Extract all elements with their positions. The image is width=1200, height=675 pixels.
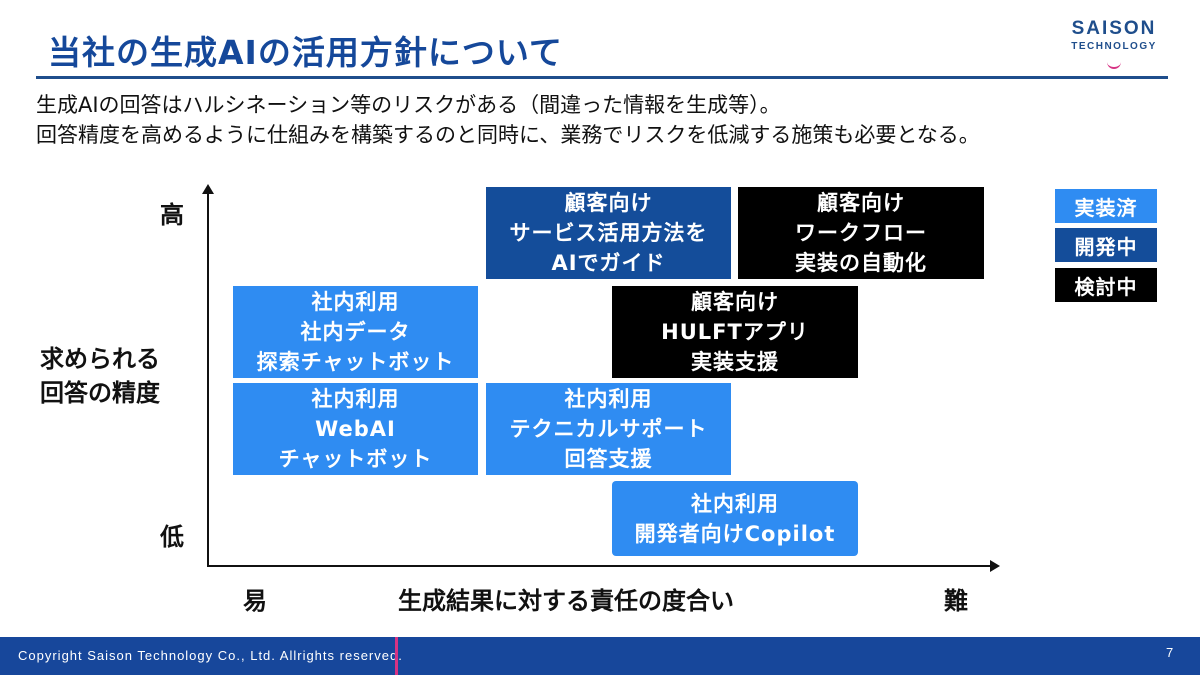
item-line: 探索チャットボット xyxy=(256,350,455,374)
legend-done: 実装済 xyxy=(1055,189,1157,223)
item-line: WebAI xyxy=(315,417,396,441)
x-axis-easy-label: 易 xyxy=(243,587,267,615)
y-axis-low-label: 低 xyxy=(160,523,184,551)
footer-bar: Copyright Saison Technology Co., Ltd. Al… xyxy=(0,637,1200,675)
item-ai-service-guide: 顧客向け サービス活用方法を AIでガイド xyxy=(486,187,731,279)
y-axis-title-line: 回答の精度 xyxy=(40,379,160,407)
item-line: 社内利用 xyxy=(691,491,779,516)
item-line: 社内利用 xyxy=(311,290,400,314)
item-line: 実装支援 xyxy=(691,350,779,374)
item-line: サービス活用方法を xyxy=(509,221,708,245)
logo-line2: TECHNOLOGY xyxy=(1071,41,1157,52)
y-axis-arrow-icon xyxy=(202,184,214,194)
item-webai-chatbot: 社内利用 WebAI チャットボット xyxy=(233,383,478,475)
intro-line: 回答精度を高めるように仕組みを構築するのと同時に、業務でリスクを低減する施策も必… xyxy=(36,123,980,147)
y-axis-title-line: 求められる xyxy=(40,345,160,373)
item-line: HULFTアプリ xyxy=(661,320,809,344)
item-line: 開発者向けCopilot xyxy=(634,521,836,546)
item-hulft-app-support: 顧客向け HULFTアプリ 実装支援 xyxy=(612,286,858,378)
intro-line: 生成AIの回答はハルシネーション等のリスクがある（間違った情報を生成等）。 xyxy=(36,93,781,117)
logo-smile-mark xyxy=(1107,60,1121,69)
y-axis-title: 求められる 回答の精度 xyxy=(40,342,160,410)
item-line: 社内データ xyxy=(300,320,411,344)
item-line: ワークフロー xyxy=(795,221,927,245)
copyright-text: Copyright Saison Technology Co., Ltd. Al… xyxy=(18,648,403,663)
y-axis-high-label: 高 xyxy=(160,201,184,229)
legend-under-review: 検討中 xyxy=(1055,268,1157,302)
y-axis-line xyxy=(207,192,209,566)
logo-line1: SAISON xyxy=(1071,18,1157,39)
item-internal-data-chatbot: 社内利用 社内データ 探索チャットボット xyxy=(233,286,478,378)
item-dev-copilot: 社内利用 開発者向けCopilot xyxy=(612,481,858,556)
item-line: 顧客向け xyxy=(564,191,653,215)
item-line: AIでガイド xyxy=(551,251,666,275)
company-logo: SAISON TECHNOLOGY xyxy=(1060,18,1168,69)
x-axis-title: 生成結果に対する責任の度合い xyxy=(398,587,734,615)
x-axis-hard-label: 難 xyxy=(944,587,968,615)
item-line: チャットボット xyxy=(278,447,433,471)
intro-text: 生成AIの回答はハルシネーション等のリスクがある（間違った情報を生成等）。 回答… xyxy=(36,90,980,150)
slide-title: 当社の生成AIの活用方針について xyxy=(48,33,563,72)
item-line: 回答支援 xyxy=(564,447,653,471)
item-line: 実装の自動化 xyxy=(795,251,927,275)
legend-in-development: 開発中 xyxy=(1055,228,1157,262)
item-tech-support: 社内利用 テクニカルサポート 回答支援 xyxy=(486,383,731,475)
item-line: 社内利用 xyxy=(311,387,400,411)
item-line: 社内利用 xyxy=(564,387,653,411)
title-underline xyxy=(36,76,1168,79)
item-line: 顧客向け xyxy=(817,191,905,215)
x-axis-arrow-icon xyxy=(990,560,1000,572)
page-number: 7 xyxy=(1166,645,1174,660)
item-line: 顧客向け xyxy=(691,290,779,314)
footer-accent-line xyxy=(395,637,398,675)
item-workflow-automation: 顧客向け ワークフロー 実装の自動化 xyxy=(738,187,984,279)
x-axis-line xyxy=(207,565,992,567)
item-line: テクニカルサポート xyxy=(509,417,708,441)
